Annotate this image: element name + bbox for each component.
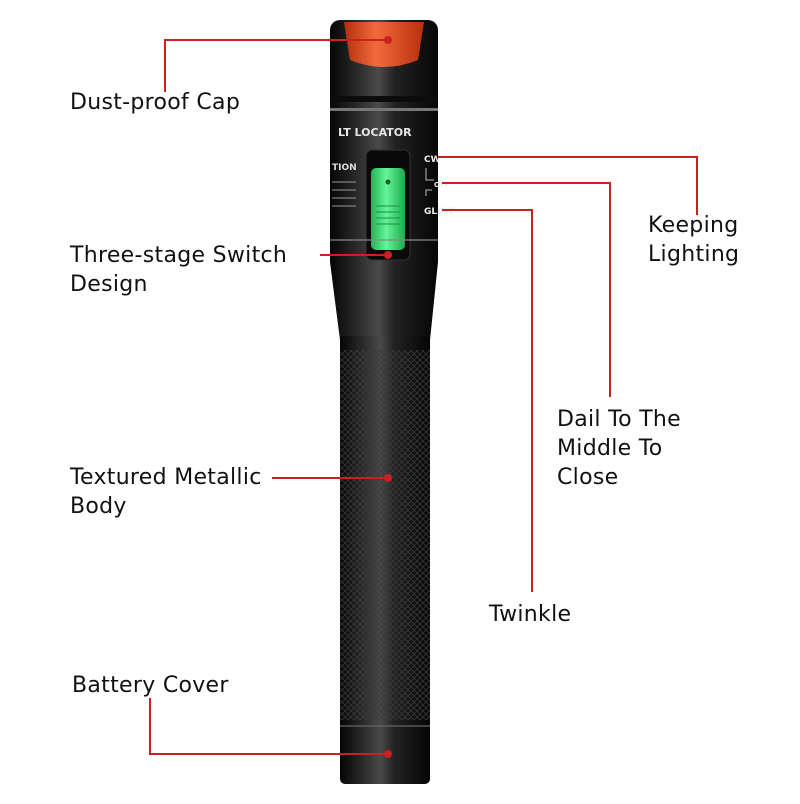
textured-body (340, 336, 430, 736)
dust-cap (344, 22, 424, 67)
callout-dail-middle-close: Dail To The Middle To Close (557, 407, 682, 490)
leader-lines (149, 39, 698, 755)
header-text: LT LOCATOR (338, 126, 412, 139)
callout-twinkle: Twinkle (489, 602, 572, 627)
leader-dots (384, 36, 392, 758)
leader-dail (442, 182, 611, 397)
leader-battery (149, 698, 388, 755)
cap-seam (330, 96, 438, 102)
caution-text: TION (332, 163, 357, 173)
neck-taper (330, 262, 438, 340)
leader-twinkle (442, 209, 533, 592)
knurl-texture (340, 350, 430, 720)
callout-dust-proof-cap: Dust-proof Cap (70, 90, 241, 115)
three-stage-switch (371, 168, 405, 250)
dot-dust-cap (384, 36, 392, 44)
callout-battery-cover: Battery Cover (72, 673, 229, 698)
switch-label-glint: GLINT (424, 207, 455, 217)
switch-label-off: OFF (434, 181, 450, 189)
callout-keeping-lighting: Keeping Lighting (648, 213, 740, 267)
callout-textured-body: Textured Metallic Body (70, 465, 262, 519)
switch-dot (385, 179, 391, 185)
leader-dust-cap (164, 39, 388, 92)
dot-switch (384, 251, 392, 259)
head-trim (330, 108, 438, 111)
leader-keeping (438, 156, 698, 215)
callout-three-stage-switch: Three-stage Switch Design (70, 243, 288, 297)
switch-bracket (425, 168, 434, 196)
dot-battery (384, 750, 392, 758)
dust-cap-assembly (330, 20, 438, 110)
dot-body (384, 474, 392, 482)
head-section: LT LOCATOR TION CW OFF GLINT (330, 102, 455, 340)
switch-label-cw: CW (424, 155, 441, 165)
